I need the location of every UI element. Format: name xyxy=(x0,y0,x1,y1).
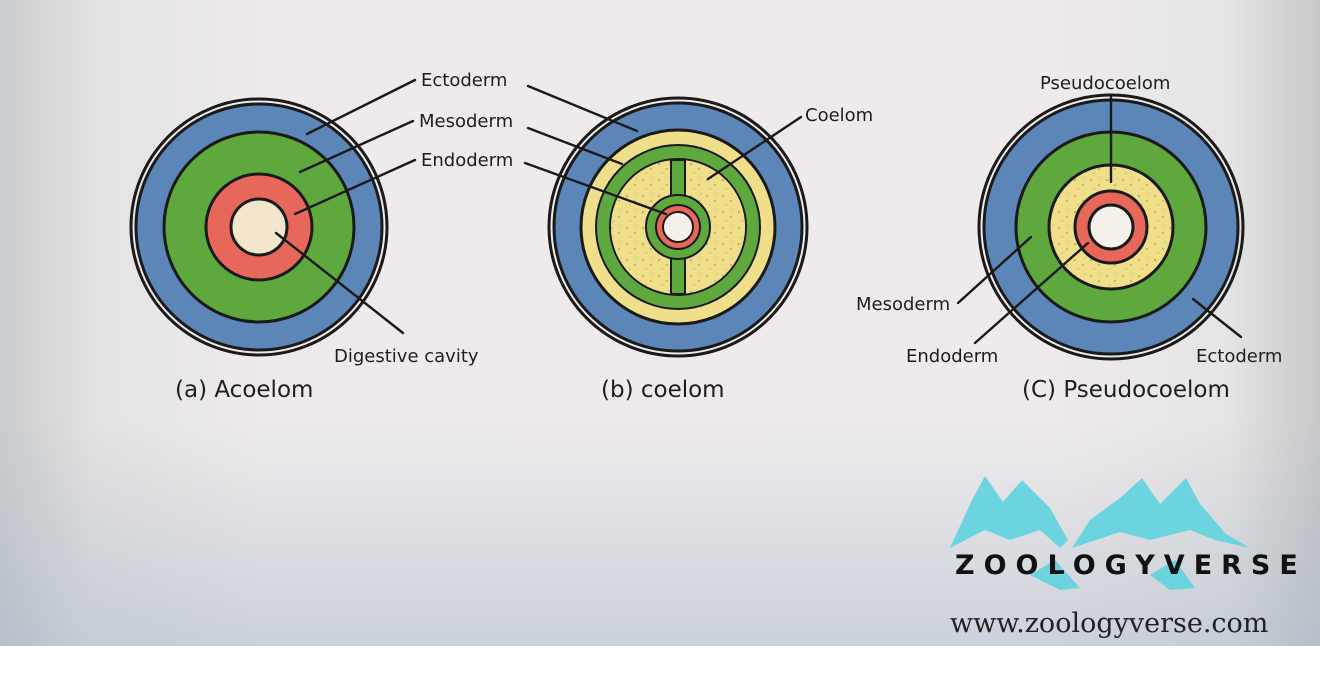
acoelom-digestive-cavity xyxy=(229,197,289,257)
pseudocoelom-caption: (C) Pseudocoelom xyxy=(1022,377,1230,403)
pseudocoelom-ectoderm-label: Ectoderm xyxy=(1196,346,1282,367)
wolf-heads-icon xyxy=(950,476,1250,590)
coelom-caption: (b) coelom xyxy=(601,377,725,403)
coelom-label: Coelom xyxy=(805,105,873,126)
coelom-digestive-cavity xyxy=(662,211,694,243)
acoelom-digestive-cavity-label: Digestive cavity xyxy=(334,346,479,367)
coelom-diagram: Coelom (b) coelom xyxy=(523,84,873,403)
acoelom-caption: (a) Acoelom xyxy=(175,377,313,403)
pseudocoelom-diagram: Pseudocoelom Mesoderm Endoderm Ectoderm … xyxy=(856,73,1282,403)
zoologyverse-logo: ZOOLOGYVERSE www.zoologyverse.com xyxy=(950,476,1307,639)
acoelom-endoderm-label: Endoderm xyxy=(421,150,513,171)
acoelom-diagram: Ectoderm Mesoderm Endoderm Digestive cav… xyxy=(129,70,513,403)
acoelom-mesoderm-label: Mesoderm xyxy=(419,111,513,132)
coelom-somatic-mesoderm xyxy=(596,145,760,309)
acoelom-outer-rim xyxy=(129,97,389,357)
coelom-outer-rim xyxy=(547,96,809,358)
pseudocoelom-mesoderm-label: Mesoderm xyxy=(856,294,950,315)
pseudocoelom-label: Pseudocoelom xyxy=(1040,73,1170,94)
pseudocoelom-endoderm-label: Endoderm xyxy=(906,346,998,367)
pseudocoelom-digestive-cavity xyxy=(1087,203,1135,251)
zoologyverse-wordmark: ZOOLOGYVERSE xyxy=(955,550,1307,581)
acoelom-ectoderm-label: Ectoderm xyxy=(421,70,507,91)
zoologyverse-url: www.zoologyverse.com xyxy=(950,608,1268,639)
